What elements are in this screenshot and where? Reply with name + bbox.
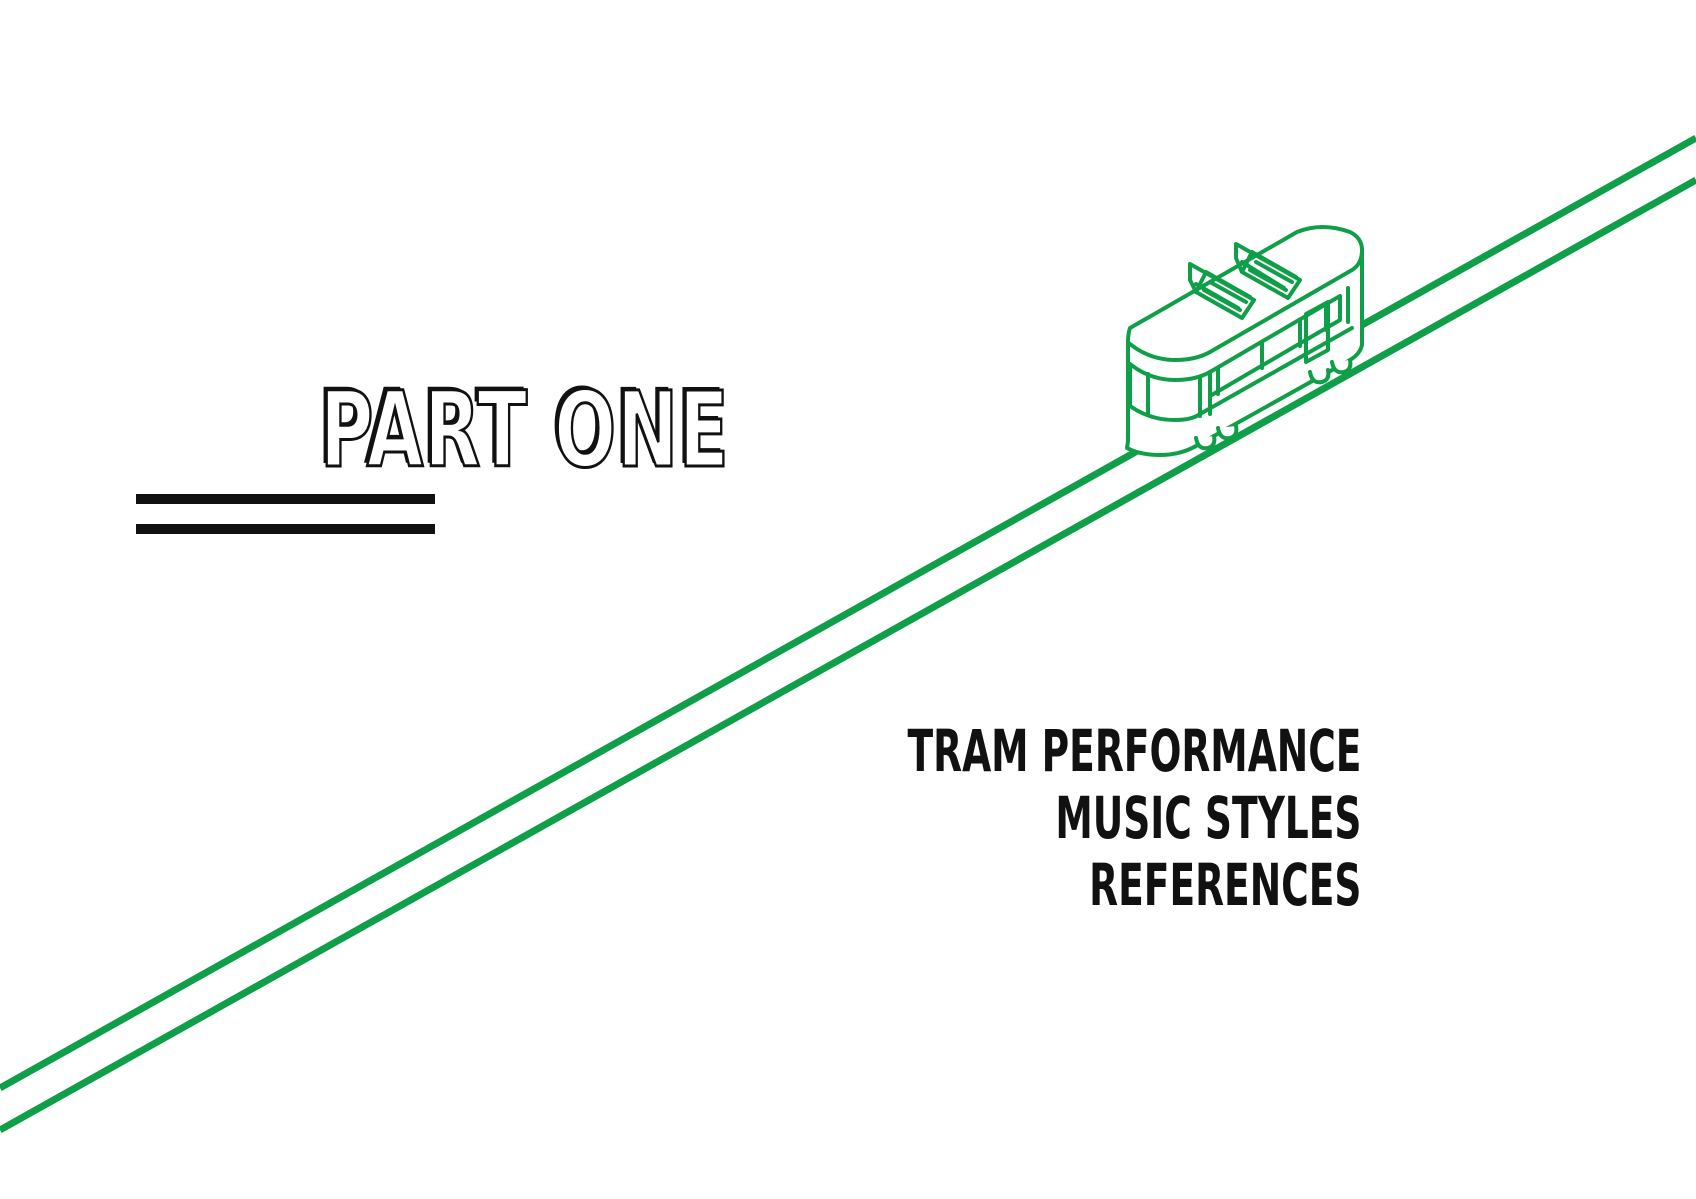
rail-lower xyxy=(0,176,1696,1134)
section-item-references: REFERENCES xyxy=(1088,851,1361,919)
section-list: TRAM PERFORMANCE MUSIC STYLES REFERENCES xyxy=(731,718,1361,919)
title-underline-bottom xyxy=(136,524,435,534)
rail-upper xyxy=(0,134,1696,1092)
tram-front-band xyxy=(1128,362,1212,422)
tram-wheels xyxy=(1194,358,1353,451)
tram-pantograph-front xyxy=(1188,262,1256,320)
page-title: PART ONE xyxy=(319,369,730,491)
title-underline-top xyxy=(136,494,435,504)
tram-pantograph-rear xyxy=(1234,242,1302,300)
section-item-music-styles: MUSIC STYLES xyxy=(1054,784,1361,852)
rail-lines xyxy=(0,134,1696,1134)
tram-roof-front xyxy=(1128,248,1364,362)
section-item-tram-performance: TRAM PERFORMANCE xyxy=(907,717,1361,785)
tram-icon xyxy=(1125,225,1364,457)
tram-body xyxy=(1125,225,1364,457)
tram-side-windows xyxy=(1198,286,1354,416)
